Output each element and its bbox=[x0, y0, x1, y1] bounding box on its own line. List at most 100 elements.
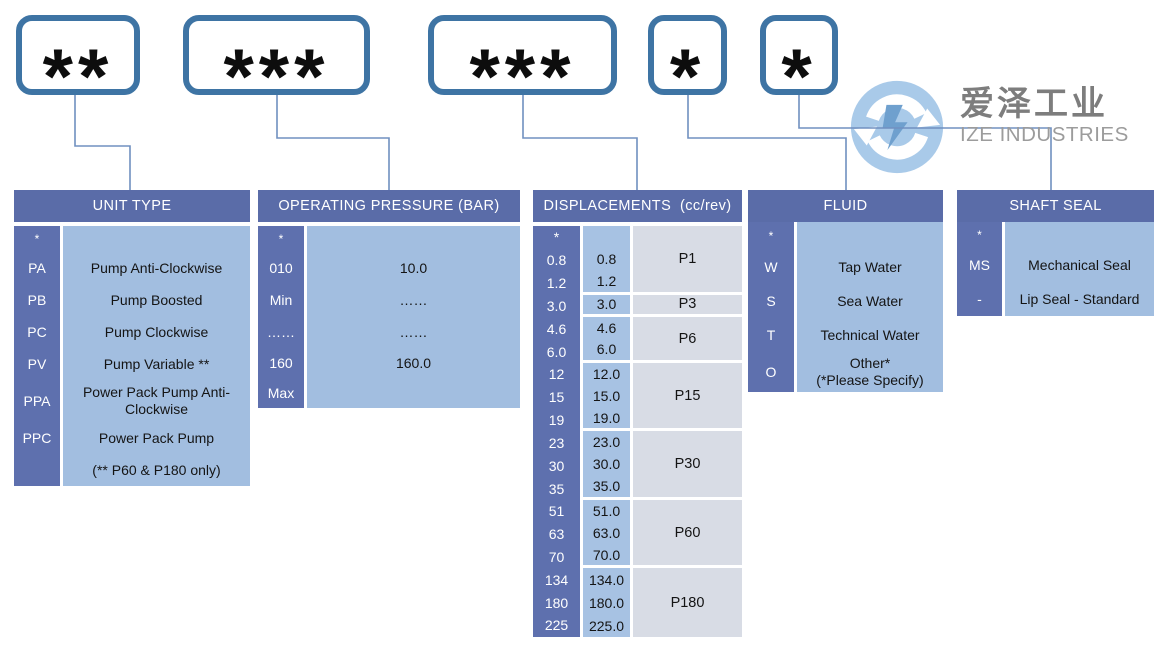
value-cell: 3.0 bbox=[596, 296, 617, 313]
code-cell: * bbox=[977, 227, 982, 242]
label-cell: …… bbox=[399, 323, 428, 340]
value-cell: 225.0 bbox=[588, 617, 625, 634]
value-group-cell: 0.8 1.2 bbox=[583, 226, 630, 292]
value-cell: 15.0 bbox=[592, 387, 621, 404]
label-cell: 10.0 bbox=[399, 259, 428, 276]
code-cell: * bbox=[34, 231, 40, 246]
code-cell: - bbox=[977, 290, 982, 307]
value-cell bbox=[583, 226, 630, 248]
code-cell: 12 bbox=[548, 366, 565, 383]
value-group-cell: 4.6 6.0 bbox=[583, 317, 630, 360]
group-label-cell: P60 bbox=[633, 499, 742, 566]
label-cell bbox=[1005, 222, 1154, 248]
label-cell bbox=[307, 226, 520, 252]
code-cell: 1.2 bbox=[546, 275, 567, 292]
value-cell: 51.0 bbox=[592, 502, 621, 519]
code-box-displacements: *** bbox=[428, 15, 617, 115]
displacement-value-column: 0.8 1.2 3.0 4.6 6.0 12.0 15.0 19.0 23.0 bbox=[583, 226, 630, 637]
logo-chinese-name: 爱泽工业 bbox=[960, 85, 1108, 123]
code-cell: 19 bbox=[548, 412, 565, 429]
label-cell: Power Pack Pump bbox=[98, 429, 215, 446]
value-cell: 23.0 bbox=[592, 434, 621, 451]
label-cell: Technical Water bbox=[820, 326, 920, 343]
value-cell: 12.0 bbox=[592, 365, 621, 382]
code-cell: * bbox=[553, 229, 560, 246]
value-cell: 70.0 bbox=[592, 546, 621, 563]
code-box-shaft-seal: * bbox=[760, 15, 838, 115]
code-cell: W bbox=[764, 258, 778, 275]
code-box-fluid: * bbox=[648, 15, 727, 115]
group-label-cell: P30 bbox=[633, 431, 742, 497]
group-label-cell: P1 bbox=[633, 226, 742, 292]
value-group-cell: 23.0 30.0 35.0 bbox=[583, 431, 630, 497]
value-cell: 63.0 bbox=[592, 524, 621, 541]
label-cell: Mechanical Seal bbox=[1028, 256, 1131, 273]
unit-type-header: UNIT TYPE bbox=[14, 190, 250, 222]
value-group-cell: 134.0 180.0 225.0 bbox=[583, 568, 630, 637]
label-cell: Lip Seal - Standard bbox=[1019, 290, 1140, 307]
code-cell: 23 bbox=[548, 434, 565, 451]
label-line: (*Please Specify) bbox=[816, 372, 924, 388]
value-cell: 0.8 bbox=[596, 250, 617, 267]
label-cell: Pump Variable ** bbox=[103, 355, 210, 372]
code-cell: …… bbox=[267, 323, 295, 340]
code-cell: PPC bbox=[22, 429, 52, 446]
label-cell: Sea Water bbox=[837, 292, 903, 309]
code-cell: 225 bbox=[544, 617, 569, 634]
value-group-cell: 3.0 bbox=[583, 294, 630, 315]
code-cell: Max bbox=[267, 384, 295, 401]
code-cell: 51 bbox=[548, 503, 565, 520]
code-cell: 4.6 bbox=[546, 320, 567, 337]
shaft-seal-table: SHAFT SEAL * MS - Mechanical Seal Lip Se… bbox=[957, 190, 1154, 316]
displacement-group-column: P1 P3 P6 P15 P30 P60 P180 bbox=[633, 226, 742, 637]
value-cell: 134.0 bbox=[588, 571, 625, 588]
label-cell: Pump Anti-Clockwise bbox=[90, 259, 223, 276]
code-cell: 70 bbox=[548, 549, 565, 565]
code-cell: S bbox=[766, 292, 776, 309]
code-cell: PA bbox=[28, 259, 46, 276]
code-cell: * bbox=[278, 231, 284, 246]
code-cell: 134 bbox=[544, 571, 569, 588]
code-cell: Min bbox=[269, 291, 293, 308]
value-cell: 35.0 bbox=[592, 478, 621, 495]
code-cell: PV bbox=[27, 355, 47, 372]
fluid-table: FLUID * W S T O Tap Water Sea Water Tech… bbox=[748, 190, 943, 392]
value-cell: 180.0 bbox=[588, 594, 625, 611]
code-cell: PPA bbox=[23, 392, 51, 409]
code-box-unit-type: ** bbox=[16, 15, 140, 115]
label-line: Other* bbox=[849, 355, 891, 371]
value-cell: 1.2 bbox=[596, 272, 617, 289]
shaft-seal-header: SHAFT SEAL bbox=[957, 190, 1154, 222]
label-cell: 160.0 bbox=[395, 354, 432, 371]
label-cell bbox=[307, 378, 520, 408]
group-label-cell: P3 bbox=[633, 294, 742, 315]
ize-logo-wordmark: 爱泽工业 IZE INDUSTRIES bbox=[960, 86, 1150, 146]
code-cell: 15 bbox=[548, 389, 565, 406]
displacements-header: DISPLACEMENTS (cc/rev) bbox=[533, 190, 742, 222]
code-box-operating-pressure: *** bbox=[183, 15, 370, 115]
code-cell: * bbox=[768, 228, 774, 243]
value-cell: 19.0 bbox=[592, 409, 621, 426]
code-cell bbox=[14, 454, 60, 486]
code-cell: 160 bbox=[269, 354, 293, 371]
value-cell: 4.6 bbox=[596, 319, 617, 336]
label-cell bbox=[63, 226, 250, 252]
code-cell: 6.0 bbox=[546, 343, 567, 360]
label-cell: (** P60 & P180 only) bbox=[92, 461, 221, 478]
group-label-cell: P180 bbox=[633, 568, 742, 637]
operating-pressure-header: OPERATING PRESSURE (BAR) bbox=[258, 190, 520, 222]
value-group-cell: 12.0 15.0 19.0 bbox=[583, 362, 630, 429]
code-cell: 010 bbox=[269, 259, 293, 276]
label-cell: Power Pack Pump Anti-Clockwise bbox=[82, 384, 231, 417]
fluid-header: FLUID bbox=[748, 190, 943, 222]
code-cell: MS bbox=[969, 256, 990, 273]
label-cell: …… bbox=[399, 291, 428, 308]
code-cell: O bbox=[765, 363, 777, 380]
displacements-table: DISPLACEMENTS (cc/rev) * 0.8 1.2 3.0 4.6… bbox=[533, 190, 742, 637]
code-cell: 63 bbox=[548, 526, 565, 543]
displacement-code-column: * 0.8 1.2 3.0 4.6 6.0 12 15 19 23 30 35 … bbox=[533, 226, 580, 637]
code-cell: 30 bbox=[548, 457, 565, 474]
connector-line-fluid bbox=[687, 95, 847, 191]
operating-pressure-table: OPERATING PRESSURE (BAR) * 010 Min …… 16… bbox=[258, 190, 520, 408]
